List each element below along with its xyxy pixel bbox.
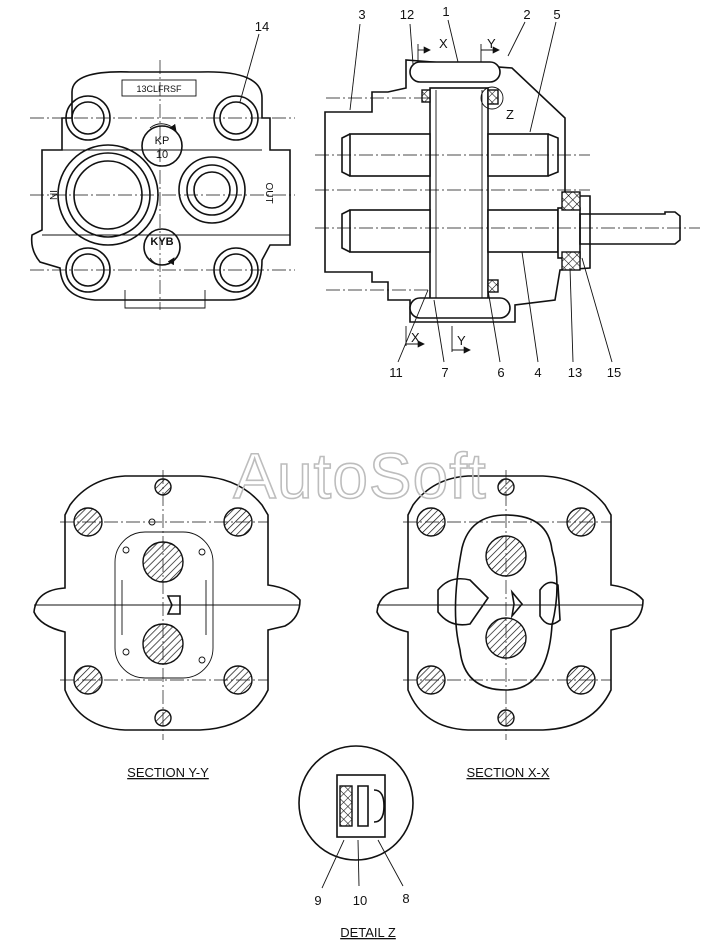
part-label-2: 2 [523,7,530,22]
brand-badge-text: KYB [150,236,173,248]
part-label-11: 11 [389,365,403,380]
part-label-9: 9 [314,893,321,908]
part-label-3: 3 [358,7,365,22]
section-mark-z: Z [506,107,514,122]
section-mark-x-bottom: X [411,330,420,345]
part-label-1: 1 [442,4,449,19]
outlet-port [178,156,246,224]
section-mark-y-bottom: Y [457,333,466,348]
watermark: AutoSoft [233,440,487,512]
section-xx-caption: SECTION X-X [466,765,549,780]
section-yy-view [33,470,301,740]
part-label-8: 8 [402,891,409,906]
detail-z-marker [480,86,504,110]
kp-badge-line1: KP [155,135,170,147]
part-label-12: 12 [400,7,414,22]
oil-seal-top [561,191,581,211]
oil-seal-bottom [561,251,581,271]
port-in-label: IN [47,190,58,200]
side-section-view: X Y X Y Z [315,19,700,363]
detail-z-view [298,745,414,889]
port-out-label: OUT [263,182,274,203]
name-plate [121,79,197,97]
detail-z-caption: DETAIL Z [340,925,396,940]
part-label-14: 14 [255,19,269,34]
name-plate-text: 13CLFRSF [136,84,182,94]
part-label-4: 4 [534,365,541,380]
front-view: 13CLFRSF KP 10 KYB [30,33,295,310]
section-mark-y-top: Y [487,36,496,51]
part-label-6: 6 [497,365,504,380]
part-label-10: 10 [353,893,367,908]
section-yy-caption: SECTION Y-Y [127,765,209,780]
part-label-7: 7 [441,365,448,380]
section-xx-view [376,470,644,740]
kp-badge-line2: 10 [156,149,168,161]
part-label-13: 13 [568,365,582,380]
part-label-15: 15 [607,365,621,380]
part-label-5: 5 [553,7,560,22]
section-mark-x-top: X [439,36,448,51]
kp-badge [141,125,183,167]
